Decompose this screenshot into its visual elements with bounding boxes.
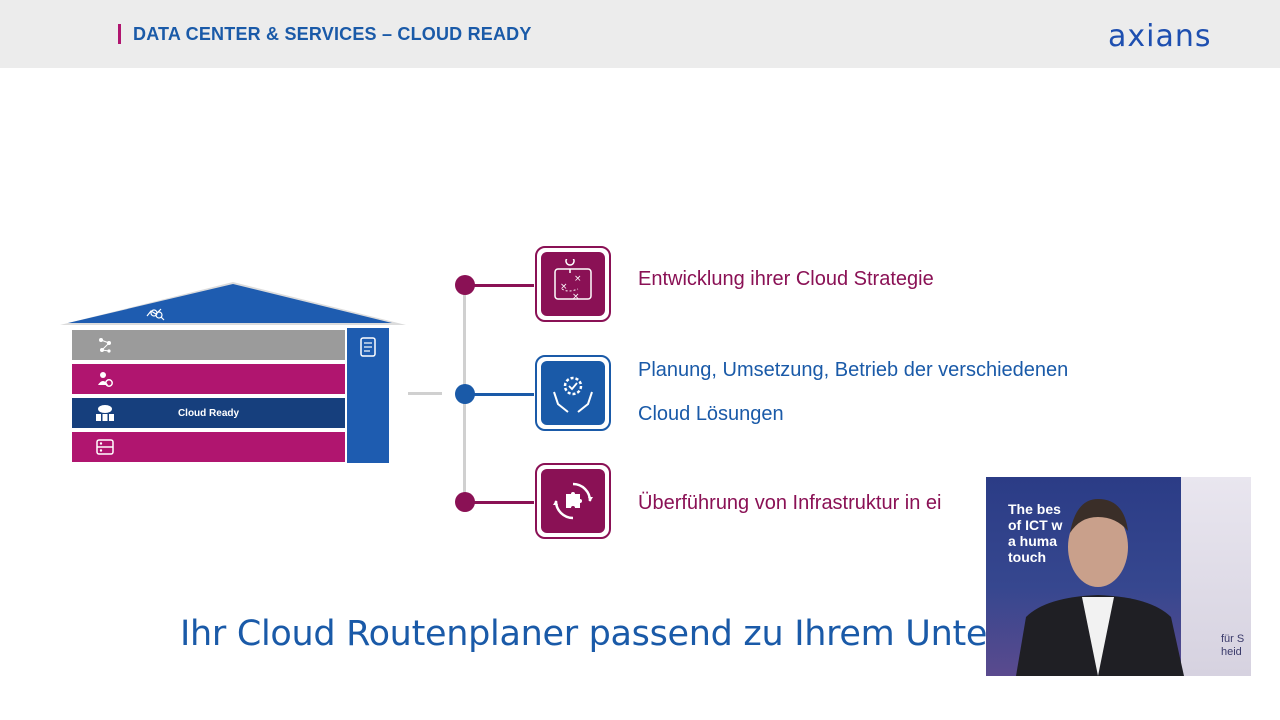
house-row-2: [72, 364, 345, 394]
presenter-figure: [1016, 499, 1184, 676]
strategy-map-icon: × × ×: [541, 252, 605, 316]
webcam-banner-text: The bes of ICT w a huma touch: [1008, 501, 1063, 565]
house-pillar: [347, 328, 389, 463]
webcam-side-panel: für S heid: [1181, 477, 1251, 676]
svg-text:×: ×: [560, 282, 568, 292]
puzzle-cycle-icon: [541, 469, 605, 533]
house-row-1: [72, 330, 345, 360]
svg-text:×: ×: [574, 274, 582, 284]
connector-horizontal: [408, 392, 442, 395]
page-title: DATA CENTER & SERVICES – CLOUD READY: [133, 24, 532, 44]
bottom-tagline: Ihr Cloud Routenplaner passend zu Ihrem …: [180, 614, 1023, 654]
house-row-4: [72, 432, 345, 462]
network-nodes-icon: [92, 335, 118, 355]
svg-text:×: ×: [572, 292, 580, 302]
item-text-2-line2: Cloud Lösungen: [638, 403, 784, 425]
house-roof: [60, 282, 406, 325]
house-row-cloud-ready: Cloud Ready: [72, 398, 345, 428]
hands-gear-icon: [541, 361, 605, 425]
item-arrow-2: [470, 393, 534, 396]
item-dot-3: [455, 492, 475, 512]
header-bar: DATA CENTER & SERVICES – CLOUD READY axi…: [0, 0, 1280, 68]
item-dot-1: [455, 275, 475, 295]
server-rack-icon: [92, 437, 118, 457]
item-text-2: Planung, Umsetzung, Betrieb der verschie…: [638, 359, 1069, 381]
user-gear-icon: [92, 369, 118, 389]
item-icon-box-2: [535, 355, 611, 431]
item-arrow-1: [470, 284, 534, 287]
item-icon-box-3: [535, 463, 611, 539]
axians-logo: axians: [1108, 19, 1212, 54]
item-icon-box-1: × × ×: [535, 246, 611, 322]
item-arrow-3: [470, 501, 534, 504]
cloud-ready-label: Cloud Ready: [177, 407, 240, 419]
item-text-1: Entwicklung ihrer Cloud Strategie: [638, 268, 934, 290]
document-icon: [360, 337, 376, 357]
item-text-3: Überführung von Infrastruktur in ei: [638, 492, 942, 514]
house-diagram: Cloud Ready: [58, 280, 408, 470]
webcam-overlay: The bes of ICT w a huma touch für S heid: [986, 477, 1251, 676]
cloud-servers-icon: [92, 403, 118, 423]
title-marker: [118, 24, 121, 44]
item-dot-2: [455, 384, 475, 404]
analytics-icon: [146, 308, 165, 321]
